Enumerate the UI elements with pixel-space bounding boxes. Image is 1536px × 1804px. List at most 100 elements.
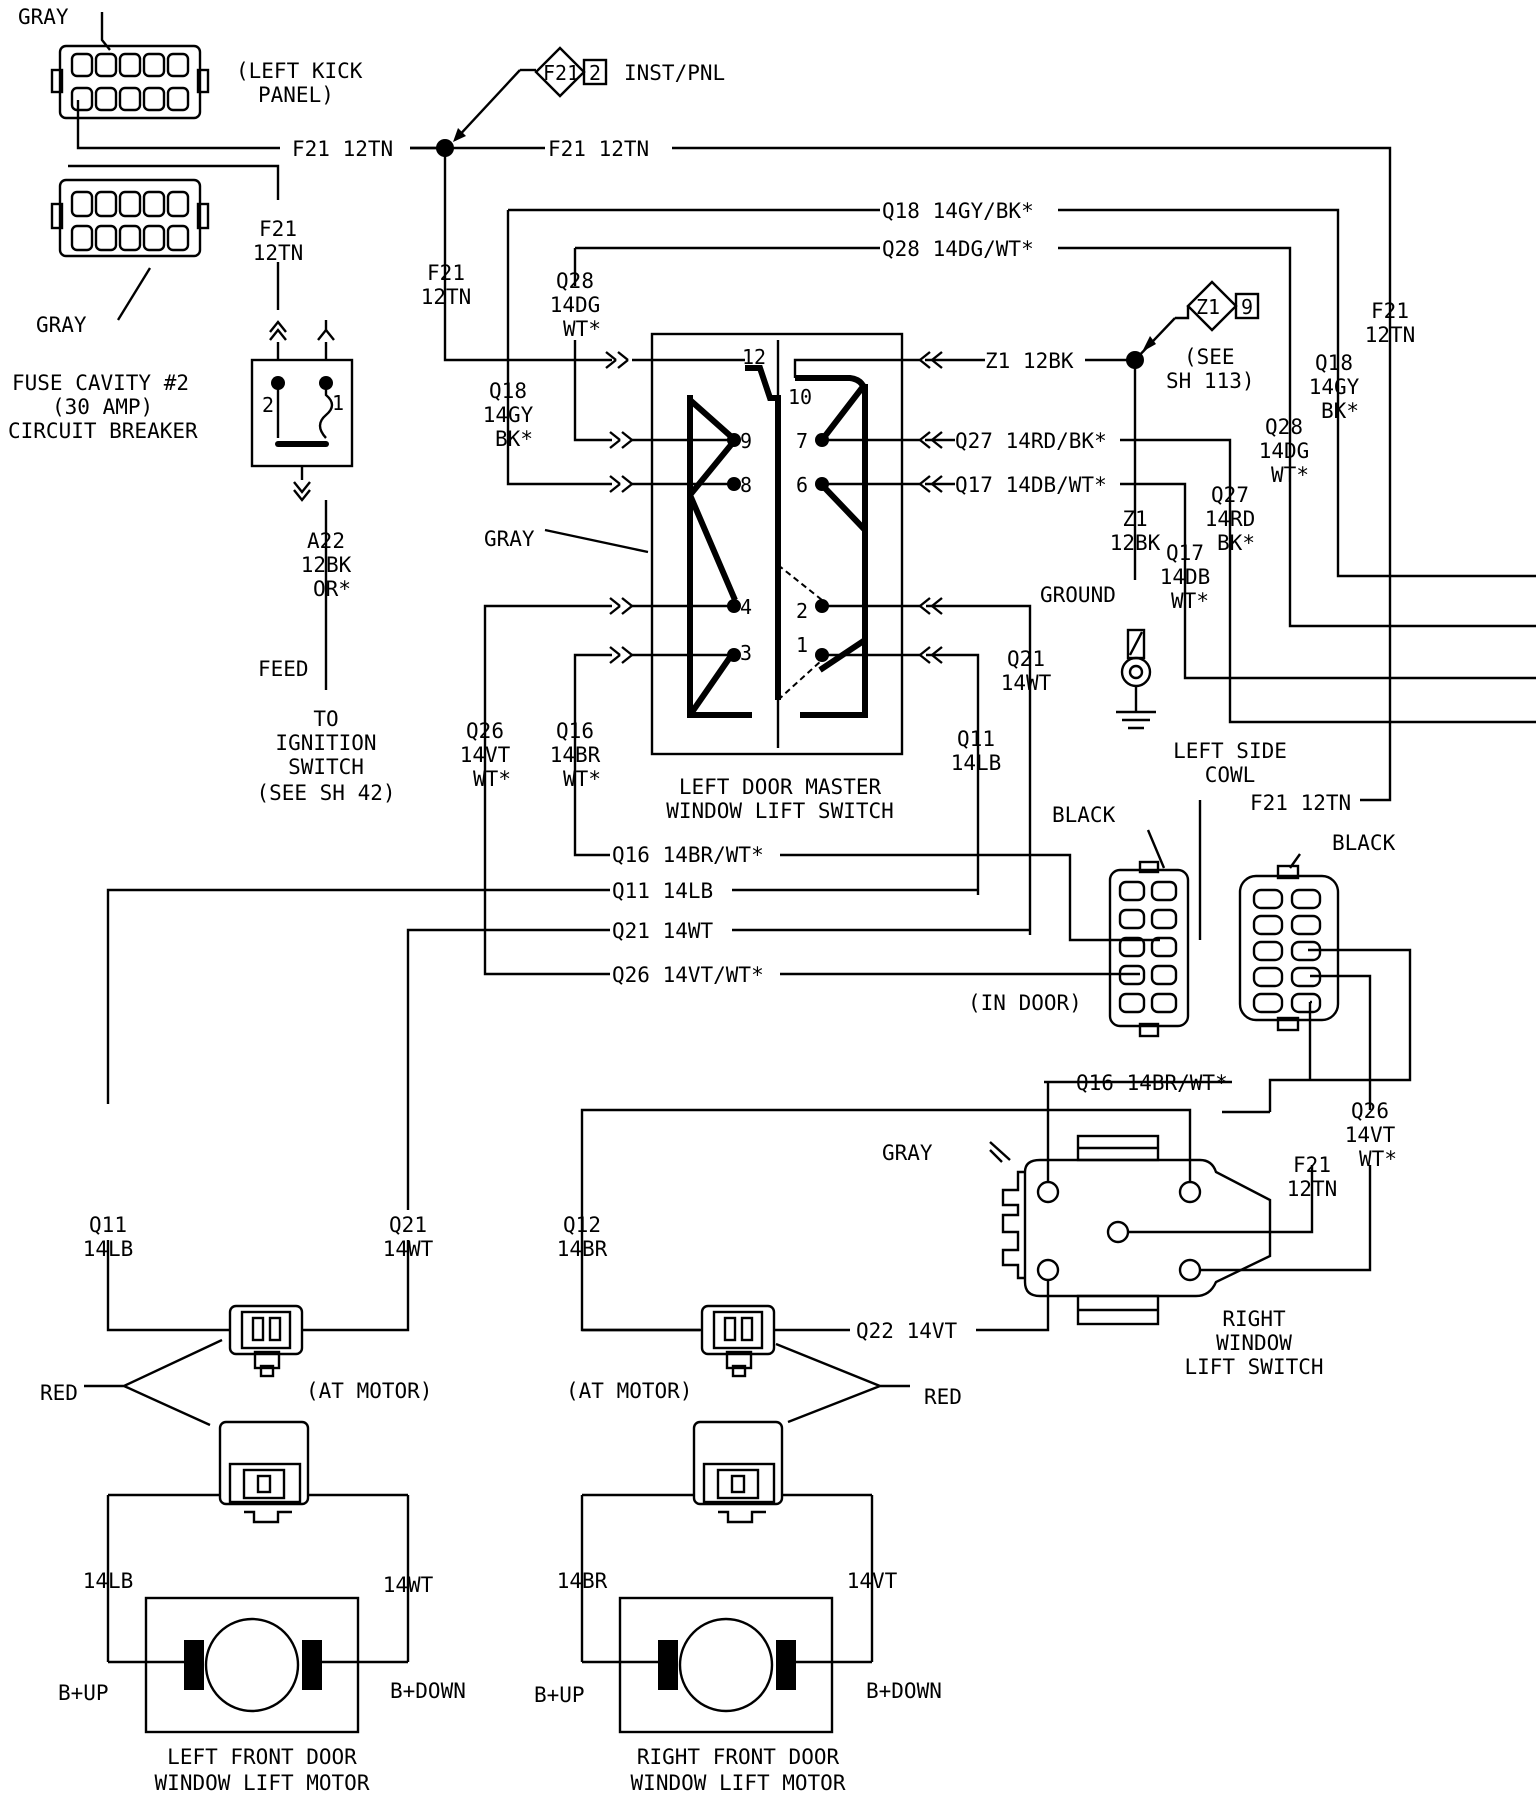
label-left-motor-2: WINDOW LIFT MOTOR	[155, 1771, 370, 1795]
label-a22-or: OR*	[313, 577, 351, 601]
label-to: TO	[313, 707, 338, 731]
pin-4: 4	[740, 595, 752, 619]
in-door-connector	[1108, 860, 1190, 1038]
cb-pin-2: 2	[262, 393, 274, 417]
label-feed: FEED	[258, 657, 309, 681]
right-motor-connector-bottom	[580, 1420, 874, 1662]
pin-2: 2	[796, 599, 808, 623]
label-14vt: 14VT	[847, 1569, 898, 1593]
label-q18-r1: Q18	[1315, 351, 1353, 375]
circuit-breaker	[250, 320, 354, 690]
label-f21-r1: F21	[1371, 299, 1409, 323]
label-q11-v1: Q11	[957, 727, 995, 751]
label-q17-h: Q17 14DB/WT*	[955, 473, 1107, 497]
label-q11-lm2: 14LB	[83, 1237, 134, 1261]
label-left-cowl-1: LEFT SIDE	[1173, 739, 1287, 763]
label-q26-rs3: WT*	[1359, 1147, 1397, 1171]
label-right-sw-2: WINDOW	[1216, 1331, 1292, 1355]
left-door-master-switch	[650, 332, 904, 756]
label-q27-v1: Q27	[1211, 483, 1249, 507]
label-master-2: WINDOW LIFT SWITCH	[666, 799, 894, 823]
label-left-kick-2: PANEL)	[258, 83, 334, 107]
f21-wires	[68, 69, 1392, 802]
label-gray-mid: GRAY	[36, 313, 87, 337]
pin-6: 6	[796, 473, 808, 497]
label-q26-v1: Q26	[466, 719, 504, 743]
label-in-door: (IN DOOR)	[968, 991, 1082, 1015]
label-f21-door: F21 12TN	[1250, 791, 1351, 815]
z1-ground	[1116, 280, 1260, 730]
label-q18-top: Q18 14GY/BK*	[882, 199, 1034, 223]
label-switch: SWITCH	[288, 755, 364, 779]
label-q27-v3: BK*	[1217, 531, 1255, 555]
diagram-labels: GRAY (LEFT KICK PANEL) GRAY FUSE CAVITY …	[8, 5, 1415, 1795]
label-q18-v3: BK*	[495, 427, 533, 451]
fuse-cavity-connector	[50, 178, 210, 258]
label-bup-right: B+UP	[534, 1683, 585, 1707]
label-fuse-amp: (30 AMP)	[52, 395, 153, 419]
label-f21-v1b: 12TN	[253, 241, 304, 265]
pin-10: 10	[788, 385, 812, 409]
label-q11-h: Q11 14LB	[612, 879, 713, 903]
label-14br: 14BR	[557, 1569, 608, 1593]
left-kick-panel-connector	[50, 44, 210, 120]
label-14lb: 14LB	[83, 1569, 134, 1593]
label-a22: A22	[307, 529, 345, 553]
label-q27-v2: 14RD	[1205, 507, 1256, 531]
label-f21-rs2: 12TN	[1287, 1177, 1338, 1201]
label-f21-diamond: F21	[543, 61, 579, 85]
red-pointers	[84, 12, 1011, 1427]
label-left-cowl-2: COWL	[1205, 763, 1256, 787]
label-q26-h: Q26 14VT/WT*	[612, 963, 764, 987]
label-q21-v1: Q21	[1007, 647, 1045, 671]
right-window-lift-switch	[580, 1082, 1372, 1332]
label-q17-v3: WT*	[1171, 589, 1209, 613]
label-z1-v2: 12BK	[1110, 531, 1161, 555]
label-q22-h: Q22 14VT	[856, 1319, 958, 1343]
label-black-2: BLACK	[1332, 831, 1396, 855]
label-f21-top-right: F21 12TN	[548, 137, 649, 161]
pin-1: 1	[796, 633, 808, 657]
label-q21-lm2: 14WT	[383, 1237, 434, 1261]
label-black-1: BLACK	[1052, 803, 1116, 827]
label-see-sh113-2: SH 113)	[1166, 369, 1255, 393]
label-q16-v3: WT*	[563, 767, 601, 791]
label-z1-12bk: Z1 12BK	[985, 349, 1074, 373]
label-see-sh113-1: (SEE	[1184, 345, 1235, 369]
label-q21-lm1: Q21	[389, 1213, 427, 1237]
pin-12: 12	[742, 345, 766, 369]
label-z1-diamond: Z1	[1196, 295, 1220, 319]
label-q16-rs: Q16 14BR/WT*	[1076, 1071, 1228, 1095]
label-red-left: RED	[40, 1381, 78, 1405]
label-q26-v3: WT*	[473, 767, 511, 791]
label-right-sw-1: RIGHT	[1222, 1307, 1286, 1331]
pin-7: 7	[796, 429, 808, 453]
door-harness-wires	[106, 800, 1412, 1210]
label-at-motor-right: (AT MOTOR)	[566, 1379, 692, 1403]
label-q26-rs1: Q26	[1351, 1099, 1389, 1123]
cb-pin-1: 1	[332, 391, 344, 415]
label-gray-top: GRAY	[18, 5, 69, 29]
label-q21-h: Q21 14WT	[612, 919, 714, 943]
label-f21-rs1: F21	[1293, 1153, 1331, 1177]
label-q21-v2: 14WT	[1001, 671, 1052, 695]
label-f21-r2: 12TN	[1365, 323, 1416, 347]
label-q12-1: Q12	[563, 1213, 601, 1237]
label-f21-diamond-num: 2	[589, 61, 601, 85]
pin-8: 8	[740, 473, 752, 497]
label-q28-v2: 14DG	[550, 293, 601, 317]
label-q28-v1: Q28	[556, 269, 594, 293]
label-q12-2: 14BR	[557, 1237, 608, 1261]
label-inst-pnl: INST/PNL	[624, 61, 725, 85]
label-at-motor-left: (AT MOTOR)	[306, 1379, 432, 1403]
label-see-sh42: (SEE SH 42)	[256, 781, 395, 805]
label-q28-r2: 14DG	[1259, 439, 1310, 463]
label-left-motor-1: LEFT FRONT DOOR	[167, 1745, 357, 1769]
label-ground: GROUND	[1040, 583, 1116, 607]
label-z1-diamond-num: 9	[1241, 295, 1253, 319]
label-f21-v1: F21	[259, 217, 297, 241]
label-q28-r3: WT*	[1271, 463, 1309, 487]
label-right-sw-3: LIFT SWITCH	[1184, 1355, 1323, 1379]
f21-inst-pnl-diamond	[520, 46, 608, 98]
label-q18-r2: 14GY	[1309, 375, 1360, 399]
